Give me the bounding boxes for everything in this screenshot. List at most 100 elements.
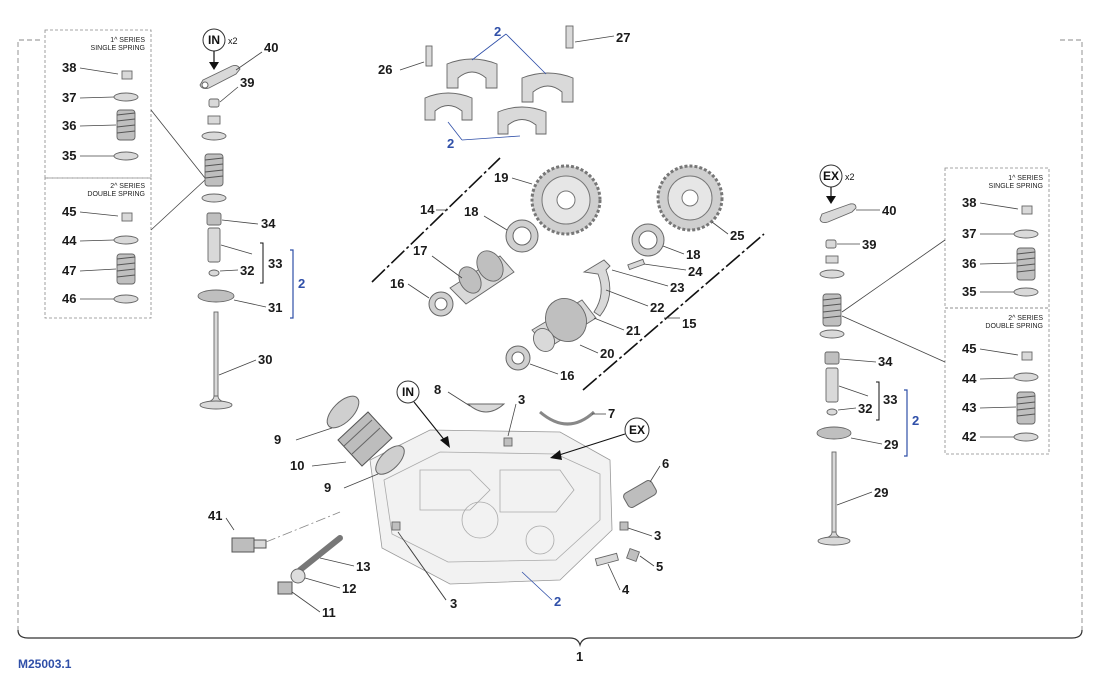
camshaft-bearing-part-3	[631, 223, 665, 257]
exh-seat-part	[1013, 287, 1039, 297]
retainer-column	[201, 131, 227, 141]
callout-3-top: 3	[518, 392, 525, 407]
half-moon-seal-part	[466, 403, 506, 413]
seat-column	[201, 193, 227, 203]
callout-45-left: 45	[62, 204, 76, 219]
intake-series1-title-1: 1^ SERIES	[110, 37, 145, 44]
callout-5: 5	[656, 559, 663, 574]
callout-24: 24	[688, 264, 703, 279]
callout-45-right: 45	[962, 341, 976, 356]
intake-series2-title-2: DOUBLE SPRING	[87, 191, 145, 198]
exhaust-badge-text: EX	[823, 169, 839, 183]
callout-36-right: 36	[962, 256, 976, 271]
callout-34-left: 34	[261, 216, 276, 231]
decompressor-lever-part	[582, 259, 611, 317]
cam-cap-4	[497, 106, 547, 135]
cylinder-head-group: IN EX 8 3 7 9 10 9	[208, 380, 669, 620]
callout-43-right: 43	[962, 400, 976, 415]
exhaust-series1-title-2: SINGLE SPRING	[989, 183, 1043, 190]
callout-38-left: 38	[62, 60, 76, 75]
callout-3-bottom: 3	[450, 596, 457, 611]
exh-retainer-column	[819, 269, 845, 279]
callout-3-right: 3	[654, 528, 661, 543]
exh-collet-column	[825, 255, 839, 264]
camshaft-bearing-part-1	[505, 219, 539, 253]
dowel-part-left	[391, 521, 401, 531]
callout-33-left: 33	[268, 256, 282, 271]
callout-40-right: 40	[882, 203, 896, 218]
exhaust-valve-part	[817, 451, 851, 546]
callout-13: 13	[356, 559, 370, 574]
exhaust-multiplier: x2	[845, 172, 855, 182]
callout-37-left: 37	[62, 90, 76, 105]
callout-46-left: 46	[62, 291, 76, 306]
pin-24-part	[627, 258, 646, 271]
callout-21: 21	[626, 323, 640, 338]
head-intake-badge	[396, 380, 420, 404]
intake-multiplier: x2	[228, 36, 238, 46]
intake-manifold-part	[337, 411, 393, 467]
cam-cap-3	[424, 92, 473, 121]
callout-4: 4	[622, 582, 630, 597]
assembly-bracket: 1	[17, 39, 1083, 664]
callout-38-right: 38	[962, 195, 976, 210]
intake-series1-title-2: SINGLE SPRING	[91, 45, 145, 52]
callout-36-left: 36	[62, 118, 76, 133]
callout-18-left: 18	[464, 204, 478, 219]
cylinder-head-body	[369, 429, 613, 585]
callout-17: 17	[413, 243, 427, 258]
intake-valve-group: 1^ SERIES SINGLE SPRING 2^ SERIES DOUBLE…	[44, 28, 305, 410]
intake-cam-gear-part	[530, 164, 602, 236]
callout-20: 20	[600, 346, 614, 361]
head-exhaust-badge-text: EX	[629, 423, 645, 437]
valve-collet-part	[121, 70, 133, 80]
callout-35-left: 35	[62, 148, 76, 163]
callout-32-left: 32	[240, 263, 254, 278]
callout-39-left: 39	[240, 75, 254, 90]
callout-47-left: 47	[62, 263, 76, 278]
cam-cap-1	[446, 58, 498, 89]
callout-8: 8	[434, 382, 441, 397]
callout-14: 14	[420, 202, 435, 217]
callout-15: 15	[682, 316, 696, 331]
cap-bolt-27	[565, 25, 574, 49]
camshaft-group: 14 19 18 17 16	[371, 157, 765, 391]
dowel-part-top	[503, 437, 513, 447]
oil-pipe-part	[297, 535, 343, 573]
callout-7: 7	[608, 406, 615, 421]
exhaust-stud-fitting-part	[623, 480, 657, 508]
exh-retainer-part-2	[1013, 372, 1039, 382]
callout-2-head: 2	[554, 594, 561, 609]
exh-valve-guide-part	[825, 367, 839, 403]
callout-2-right: 2	[912, 413, 919, 428]
callout-35-right: 35	[962, 284, 976, 299]
figure-code: M25003.1	[18, 657, 72, 671]
exhaust-camshaft-part	[531, 298, 597, 352]
temperature-sensor-part	[231, 537, 267, 553]
callout-44-right: 44	[962, 371, 977, 386]
valve-seat-part	[197, 289, 235, 303]
callout-9-top: 9	[274, 432, 281, 447]
exh-collet-part	[1021, 205, 1033, 215]
exh-seat-part-2	[1013, 432, 1039, 442]
callout-2-caps-top: 2	[494, 24, 501, 39]
nut-part	[626, 548, 640, 562]
intake-series2-box	[44, 177, 152, 319]
head-exhaust-badge	[624, 417, 650, 443]
valve-guide-part	[207, 227, 221, 263]
callout-25: 25	[730, 228, 744, 243]
camshaft-bearing-part-2	[428, 291, 454, 317]
intake-badge-text: IN	[208, 33, 220, 47]
callout-18-right: 18	[686, 247, 700, 262]
exhaust-series1-title-1: 1^ SERIES	[1008, 175, 1043, 182]
callout-16-right: 16	[560, 368, 574, 383]
exhaust-series2-box	[944, 307, 1050, 455]
intake-clamp-part-1	[326, 395, 360, 429]
callout-9-bottom: 9	[324, 480, 331, 495]
callout-39-right: 39	[862, 237, 876, 252]
callout-31-left: 31	[268, 300, 282, 315]
callout-2-caps-bottom: 2	[447, 136, 454, 151]
intake-valve-part	[199, 311, 233, 410]
callout-19: 19	[494, 170, 508, 185]
